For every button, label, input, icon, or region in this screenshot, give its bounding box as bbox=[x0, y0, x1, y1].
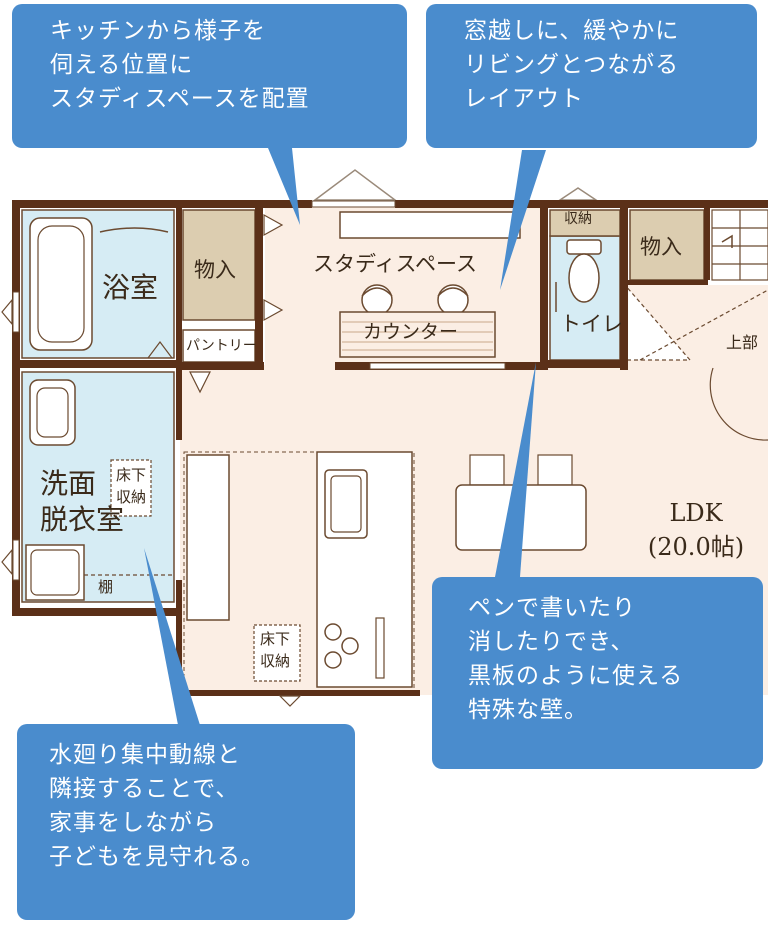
room-label-underfloor-b-line2: 収納 bbox=[260, 652, 291, 670]
callout-study-view: キッチンから様子を 伺える位置に スタディスペースを配置 bbox=[12, 4, 407, 148]
cooktop-knob bbox=[375, 617, 385, 679]
room-label-ldk-size: (20.0帖) bbox=[647, 533, 745, 561]
callout-window-layout: 窓越しに、緩やかに リビングとつながる レイアウト bbox=[426, 4, 757, 148]
bath-door-mark bbox=[147, 341, 173, 359]
room-label-shelf: 棚 bbox=[98, 578, 114, 596]
room-label-underfloor-a-line1: 床下 bbox=[116, 466, 147, 484]
room-label-washroom-line1: 洗面 bbox=[40, 467, 97, 500]
window-strips bbox=[12, 200, 506, 581]
room-label-underfloor-b-line1: 床下 bbox=[260, 630, 291, 648]
storage-top-room bbox=[549, 209, 621, 237]
callout-study-view-line1: キッチンから様子を bbox=[50, 18, 266, 44]
callout-chalkboard-wall-line3: 黒板のように使える bbox=[468, 663, 684, 689]
pointer-water-area bbox=[144, 548, 200, 725]
bathtub-inner bbox=[37, 225, 85, 343]
stair-steps bbox=[711, 209, 768, 281]
callout-window-layout-line2: リビングとつながる bbox=[464, 52, 680, 78]
callout-water-area: 水廻り集中動線と 隣接することで、 家事をしながら 子どもを見守れる。 bbox=[17, 724, 355, 920]
callout-chalkboard-wall: ペンで書いたり 消したりでき、 黒板のように使える 特殊な壁。 bbox=[432, 577, 763, 769]
pointer-window-layout bbox=[500, 150, 546, 290]
underfloor-storage-b bbox=[253, 624, 301, 682]
dining-chair-tops bbox=[469, 454, 573, 486]
cooktop-burners bbox=[324, 623, 359, 669]
room-label-underfloor-b: 床下 収納 bbox=[260, 628, 290, 672]
callout-chalkboard-wall-line2: 消したりでき、 bbox=[468, 629, 635, 655]
ldk-door-arc bbox=[709, 367, 768, 441]
room-label-washroom: 洗面 脱衣室 bbox=[40, 466, 124, 538]
callout-window-layout-line3: レイアウト bbox=[464, 86, 584, 112]
washing-machine-inner bbox=[30, 549, 80, 596]
callout-study-view-line2: 伺える位置に bbox=[50, 52, 194, 78]
underfloor-storage-a bbox=[110, 459, 152, 517]
room-label-study-space: スタディスペース bbox=[313, 252, 478, 276]
room-label-storage-top: 収納 bbox=[564, 211, 592, 227]
study-shelf bbox=[339, 211, 521, 239]
room-label-underfloor-a: 床下 収納 bbox=[116, 464, 146, 508]
callout-window-layout-line1: 窓越しに、緩やかに bbox=[464, 18, 680, 44]
storage-left-room bbox=[182, 209, 256, 321]
callout-chalkboard-wall-line4: 特殊な壁。 bbox=[468, 697, 588, 723]
room-label-storage-right: 物入 bbox=[640, 235, 682, 259]
wash-basin-inner bbox=[36, 387, 69, 438]
study-chair-right bbox=[437, 284, 469, 316]
storage-right-room bbox=[629, 209, 705, 281]
room-label-washroom-line2: 脱衣室 bbox=[40, 503, 125, 536]
back-counter bbox=[186, 454, 230, 621]
callout-water-area-line2: 隣接することで、 bbox=[49, 776, 240, 802]
kitchen-sink-inner bbox=[330, 475, 362, 533]
room-label-toilet: トイレ bbox=[560, 312, 623, 336]
counter-grain bbox=[342, 321, 493, 351]
callout-water-area-line4: 子どもを見守れる。 bbox=[49, 844, 265, 870]
room-label-storage-left: 物入 bbox=[194, 258, 236, 282]
room-label-upstairs: 上部 bbox=[726, 333, 759, 352]
stair-arrow bbox=[721, 234, 733, 248]
toilet-bowl bbox=[568, 253, 600, 303]
callout-study-view-line3: スタディスペースを配置 bbox=[50, 86, 310, 112]
pointer-study-view bbox=[268, 148, 300, 225]
callout-water-area-line1: 水廻り集中動線と bbox=[49, 742, 241, 768]
pointer-chalkboard-wall bbox=[495, 362, 536, 577]
door-marks bbox=[1, 213, 302, 707]
stair-dash bbox=[639, 289, 768, 361]
bath-curtain bbox=[99, 227, 169, 233]
room-label-underfloor-a-line2: 収納 bbox=[116, 488, 147, 506]
pantry-room bbox=[182, 329, 256, 363]
room-label-ldk-name: LDK bbox=[669, 499, 723, 527]
room-label-ldk: LDK (20.0帖) bbox=[636, 496, 756, 564]
callout-water-area-line3: 家事をしながら bbox=[49, 810, 217, 836]
room-label-counter: カウンター bbox=[363, 321, 459, 343]
room-label-pantry: パントリー bbox=[186, 338, 257, 354]
callout-chalkboard-wall-line1: ペンで書いたり bbox=[468, 595, 636, 621]
room-label-bath: 浴室 bbox=[102, 271, 159, 304]
window-mark-top bbox=[312, 169, 398, 201]
